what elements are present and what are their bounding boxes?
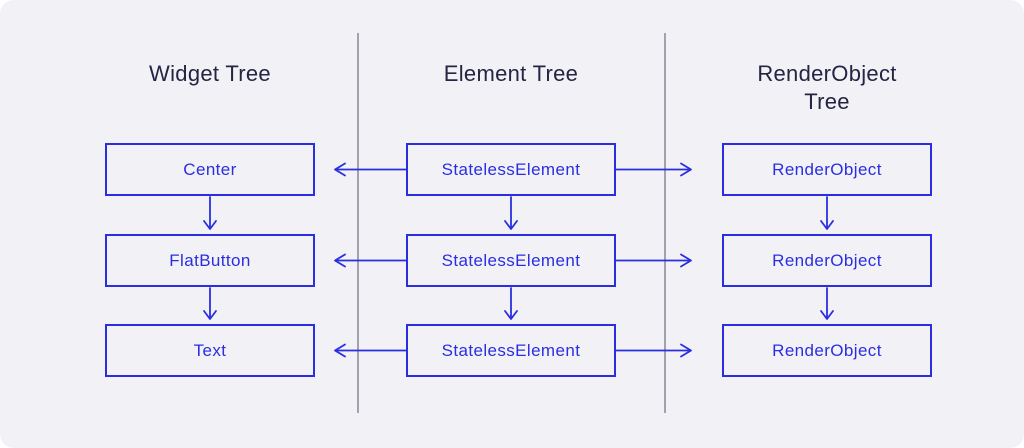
widget-tree-box-center: Center	[105, 143, 315, 196]
arrow-element-to-widget-row2	[334, 253, 407, 268]
widget-tree-box-text: Text	[105, 324, 315, 377]
arrow-element-to-widget-row1	[334, 162, 407, 177]
arrow-element-to-render-row2	[615, 253, 692, 268]
arrow-element-to-widget-row3	[334, 343, 407, 358]
widget-tree-box-flatbutton: FlatButton	[105, 234, 315, 287]
element-tree-box-stateless-2: StatelessElement	[406, 234, 616, 287]
arrow-element-parent-child-2	[504, 287, 518, 320]
renderobject-tree-box-1: RenderObject	[722, 143, 932, 196]
element-tree-box-stateless-1: StatelessElement	[406, 143, 616, 196]
element-tree-title: Element Tree	[443, 61, 579, 86]
renderobject-tree-box-3: RenderObject	[722, 324, 932, 377]
widget-tree-title: Widget Tree	[149, 61, 271, 86]
arrow-element-parent-child-1	[504, 196, 518, 230]
arrow-element-to-render-row3	[615, 343, 692, 358]
arrow-render-parent-child-1	[820, 196, 834, 230]
arrow-widget-parent-child-1	[203, 196, 217, 230]
arrow-render-parent-child-2	[820, 287, 834, 320]
renderobject-tree-title: RenderObject Tree	[757, 61, 897, 114]
element-tree-box-stateless-3: StatelessElement	[406, 324, 616, 377]
renderobject-tree-box-2: RenderObject	[722, 234, 932, 287]
arrow-widget-parent-child-2	[203, 287, 217, 320]
arrow-element-to-render-row1	[615, 162, 692, 177]
